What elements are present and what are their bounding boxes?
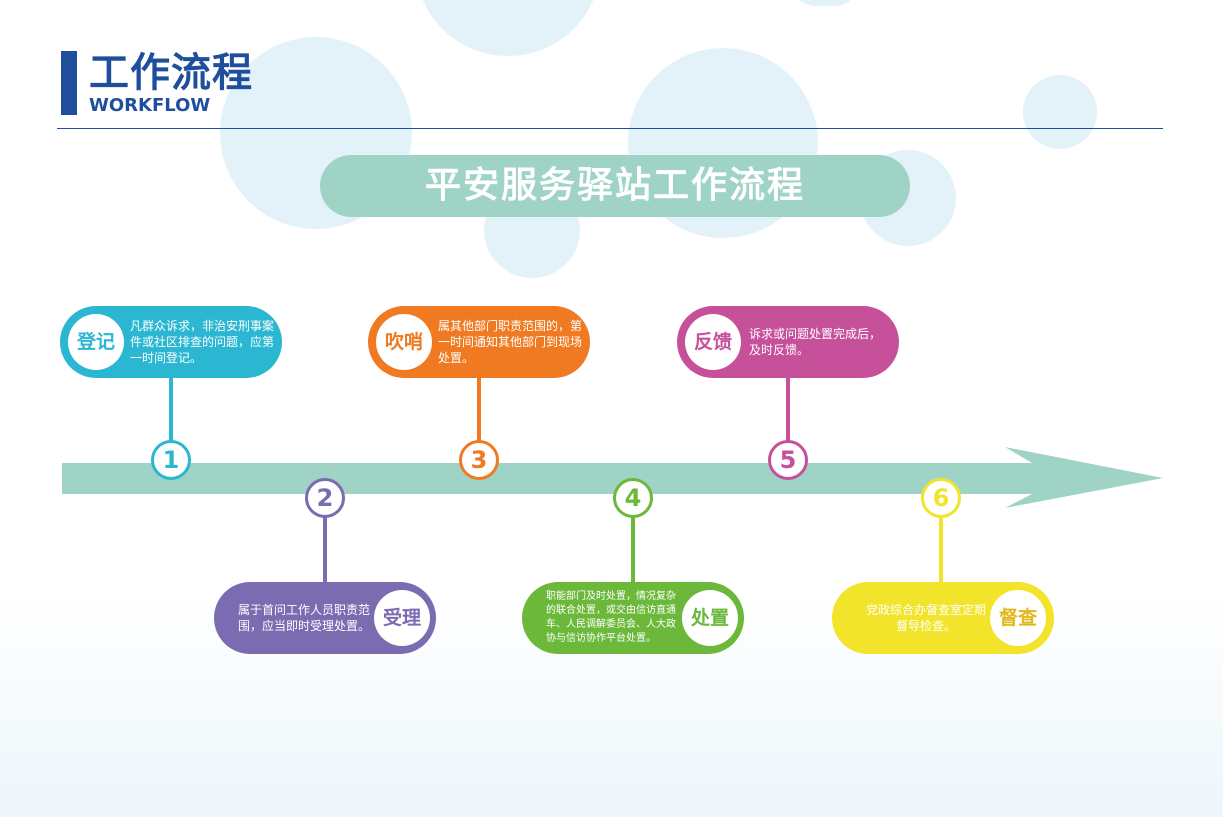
step-3-number: 3 bbox=[459, 440, 499, 480]
step-1-description: 凡群众诉求，非治安刑事案件或社区排查的问题，应第一时间登记。 bbox=[130, 319, 275, 365]
step-2-card: 属于首问工作人员职责范围，应当即时受理处置。 受理 bbox=[214, 582, 436, 654]
step-2-label: 受理 bbox=[374, 590, 430, 646]
step-4-connector bbox=[631, 515, 635, 585]
header-accent-bar bbox=[61, 51, 77, 115]
step-6-connector bbox=[939, 515, 943, 585]
step-6-description: 党政综合办督查室定期督导检查。 bbox=[865, 603, 986, 633]
step-2-description: 属于首问工作人员职责范围，应当即时受理处置。 bbox=[238, 603, 371, 633]
step-1-connector bbox=[169, 377, 173, 443]
step-5-card: 反馈 诉求或问题处置完成后，及时反馈。 bbox=[677, 306, 899, 378]
diagram-title: 平安服务驿站工作流程 bbox=[320, 155, 910, 217]
step-2-connector bbox=[323, 515, 327, 585]
step-3-connector bbox=[477, 377, 481, 443]
step-2-number: 2 bbox=[305, 478, 345, 518]
step-4-number: 4 bbox=[613, 478, 653, 518]
step-6-number: 6 bbox=[921, 478, 961, 518]
step-5-label: 反馈 bbox=[685, 314, 741, 370]
step-1-card: 登记 凡群众诉求，非治安刑事案件或社区排查的问题，应第一时间登记。 bbox=[60, 306, 282, 378]
step-6-label: 督查 bbox=[990, 590, 1046, 646]
header-divider bbox=[57, 128, 1163, 129]
step-1-label: 登记 bbox=[68, 314, 124, 370]
page-title: 工作流程 bbox=[89, 49, 253, 96]
step-1-number: 1 bbox=[151, 440, 191, 480]
page-subtitle: WORKFLOW bbox=[89, 95, 211, 116]
step-3-card: 吹哨 属其他部门职责范围的，第一时间通知其他部门到现场处置。 bbox=[368, 306, 590, 378]
background-bubble bbox=[1023, 75, 1097, 149]
step-5-description: 诉求或问题处置完成后，及时反馈。 bbox=[749, 327, 882, 357]
step-6-card: 党政综合办督查室定期督导检查。 督查 bbox=[832, 582, 1054, 654]
step-3-description: 属其他部门职责范围的，第一时间通知其他部门到现场处置。 bbox=[438, 319, 583, 365]
step-4-label: 处置 bbox=[682, 590, 738, 646]
background-bubble bbox=[790, 0, 860, 6]
step-5-number: 5 bbox=[768, 440, 808, 480]
step-4-card: 职能部门及时处置，情况复杂的联合处置，或交由信访直通车、人民调解委员会、人大政协… bbox=[522, 582, 744, 654]
step-5-connector bbox=[786, 377, 790, 443]
step-3-label: 吹哨 bbox=[376, 314, 432, 370]
step-4-description: 职能部门及时处置，情况复杂的联合处置，或交由信访直通车、人民调解委员会、人大政协… bbox=[546, 591, 676, 644]
